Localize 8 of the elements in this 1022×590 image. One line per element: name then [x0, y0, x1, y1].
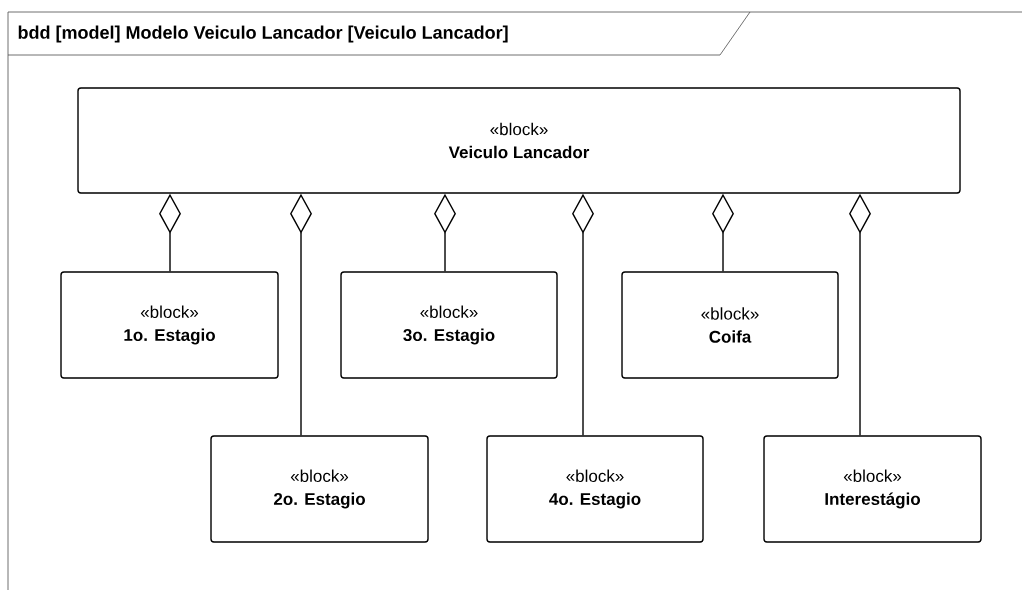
- block-box: «block» Interestágio: [763, 435, 982, 543]
- block-box: «block» Coifa: [621, 271, 839, 379]
- block-box: «block» 3o. Estagio: [340, 271, 558, 379]
- block-box: «block» 2o. Estagio: [210, 435, 429, 543]
- block-box: «block» Veiculo Lancador: [77, 87, 961, 194]
- block-box: «block» 1o. Estagio: [60, 271, 279, 379]
- block-box: «block» 4o. Estagio: [486, 435, 704, 543]
- frame-title: bdd [model] Modelo Veiculo Lancador [Veiculo Lancador]: [18, 25, 508, 43]
